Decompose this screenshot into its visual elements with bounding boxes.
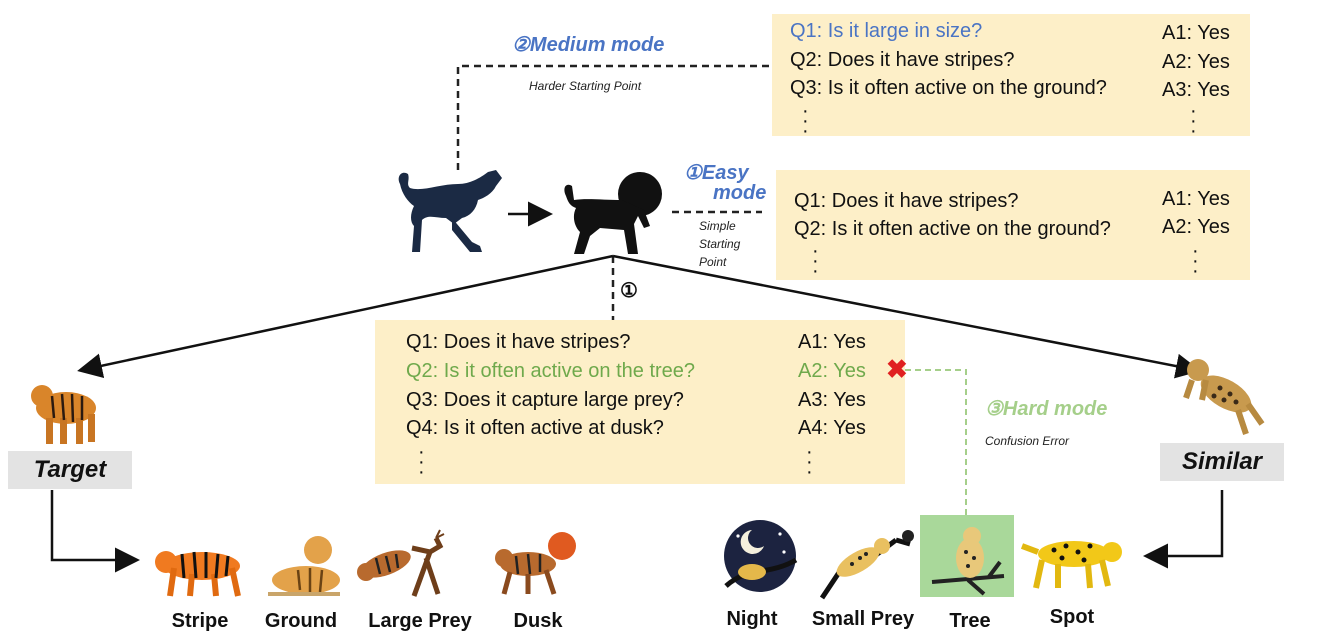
- attribute-large-prey: Large Prey: [368, 610, 472, 632]
- center-a4: A4: Yes: [798, 417, 866, 439]
- hard-mode-note: Confusion Error: [985, 434, 1070, 448]
- attribute-small-prey: Small Prey: [811, 608, 915, 630]
- attribute-tree: Tree: [949, 610, 991, 632]
- large-prey-tiger-icon: [357, 529, 445, 597]
- easy-mode-question-box: [776, 170, 1250, 280]
- target-label: Target: [8, 451, 132, 489]
- center-q1: Q1: Does it have stripes?: [406, 331, 631, 353]
- medium-mode-dashed-line: [456, 64, 772, 170]
- easy-mode-note-line1: Simple: [699, 219, 736, 233]
- panther-icon: [398, 170, 502, 252]
- easy-a1: A1: Yes: [1162, 188, 1230, 210]
- medium-a1: A1: Yes: [1162, 22, 1230, 44]
- medium-ellipsis-left: ···: [802, 100, 809, 142]
- easy-ellipsis-left: ···: [812, 240, 819, 282]
- medium-q1: Q1: Is it large in size?: [790, 20, 983, 42]
- target-tiger-image: [31, 385, 96, 444]
- similar-jaguar-image: [1183, 359, 1265, 435]
- center-a2: A2: Yes: [798, 360, 866, 382]
- attribute-dusk: Dusk: [513, 610, 563, 632]
- similar-to-attributes-arrow: [1143, 490, 1224, 569]
- hard-mode-label: ③Hard mode: [985, 398, 1108, 420]
- tree-jaguar-icon: [931, 527, 1005, 596]
- medium-a3: A3: Yes: [1162, 79, 1230, 101]
- easy-q1: Q1: Does it have stripes?: [794, 190, 1019, 212]
- target-to-attributes-arrow: [50, 490, 140, 573]
- medium-ellipsis-right: ···: [1190, 100, 1197, 142]
- easy-a2: A2: Yes: [1162, 216, 1230, 238]
- medium-q2: Q2: Does it have stripes?: [790, 49, 1015, 71]
- error-x-icon: ✖: [886, 354, 908, 384]
- medium-mode-label: ②Medium mode: [512, 34, 665, 56]
- medium-mode-question-box: [772, 14, 1250, 136]
- center-ellipsis-right: ···: [806, 441, 813, 483]
- easy-q2: Q2: Is it often active on the ground?: [794, 218, 1111, 240]
- easy-mode-label-line2: mode: [713, 182, 767, 204]
- small-prey-jaguar-icon: [819, 530, 914, 600]
- attribute-ground: Ground: [264, 610, 338, 632]
- hard-mode-question-box: [375, 320, 905, 484]
- easy-mode-note-line2: Starting: [699, 237, 741, 251]
- medium-a2: A2: Yes: [1162, 51, 1230, 73]
- easy-mode-label-line1: ①Easy: [684, 162, 749, 184]
- center-a3: A3: Yes: [798, 389, 866, 411]
- attribute-night: Night: [726, 608, 778, 630]
- center-ellipsis-left: ···: [418, 441, 425, 483]
- night-jaguar-icon: [724, 520, 798, 592]
- arrow-to-target: [77, 254, 614, 379]
- dusk-tiger-icon: [495, 532, 576, 595]
- hard-mode-dashed-line: [905, 369, 967, 515]
- center-a1: A1: Yes: [798, 331, 866, 353]
- ground-tiger-icon: [268, 536, 340, 596]
- arrow-to-similar: [612, 254, 1201, 379]
- attribute-spot: Spot: [1049, 606, 1095, 628]
- path-marker: ①: [620, 280, 638, 302]
- medium-mode-note: Harder Starting Point: [529, 79, 642, 93]
- attribute-stripe: Stripe: [171, 610, 229, 632]
- stripe-tiger-icon: [155, 551, 241, 597]
- spot-jaguar-icon: [1020, 541, 1122, 589]
- center-q3: Q3: Does it capture large prey?: [406, 389, 684, 411]
- center-q2: Q2: Is it often active on the tree?: [406, 360, 696, 382]
- medium-q3: Q3: Is it often active on the ground?: [790, 77, 1107, 99]
- easy-ellipsis-right: ···: [1192, 240, 1199, 282]
- center-q4: Q4: Is it often active at dusk?: [406, 417, 664, 439]
- lion-icon: [564, 172, 662, 254]
- easy-mode-note-line3: Point: [699, 255, 727, 269]
- similar-label: Similar: [1160, 443, 1284, 481]
